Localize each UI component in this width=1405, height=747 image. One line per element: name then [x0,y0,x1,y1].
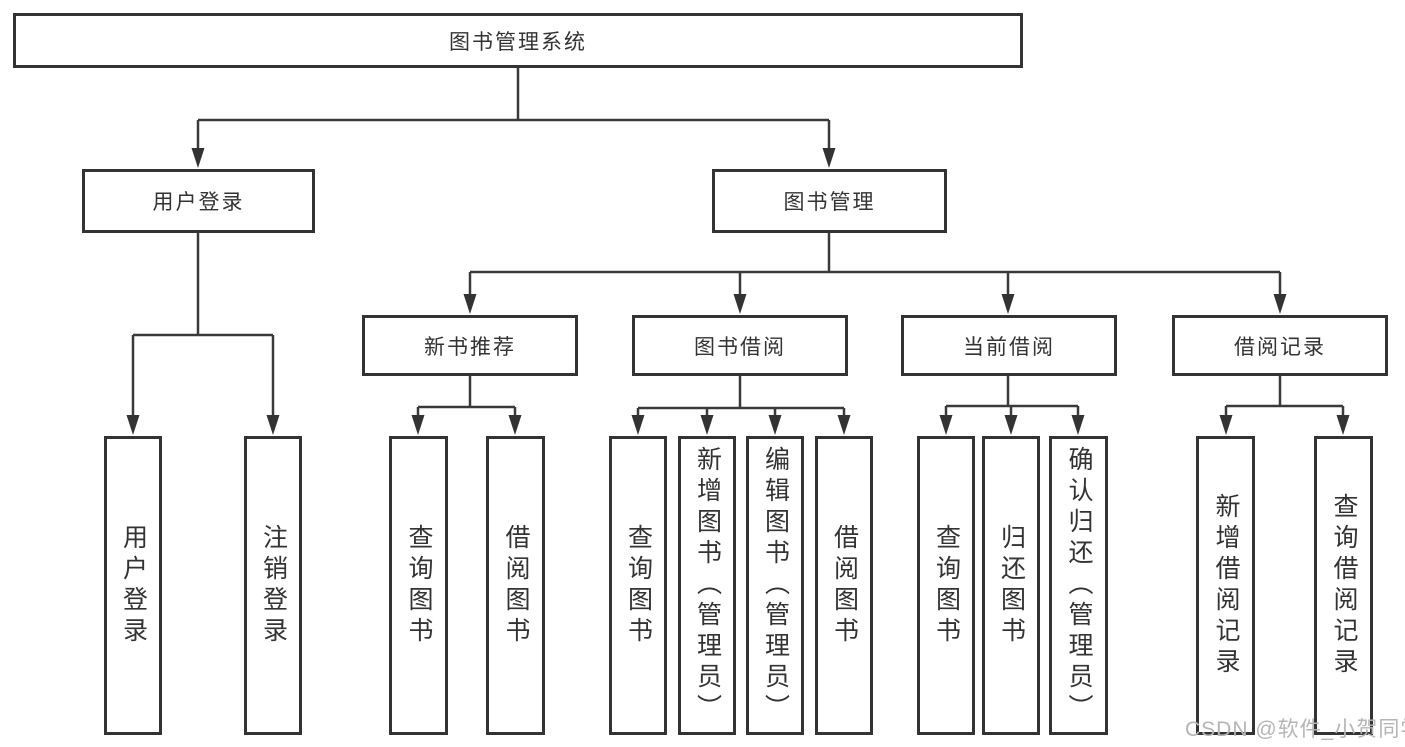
node-leaf-rec-query-book: 查询图书 [389,436,448,735]
connector-userlogin-to-leaves [131,233,275,419]
connector-currentborrow-to-leaves [944,375,1080,419]
node-leaf-bb-borrow-book-label: 借阅图书 [830,523,859,648]
node-leaf-user-login-label: 用户登录 [119,523,148,648]
connector-bookmgmt-to-level3 [468,233,1282,298]
node-leaf-rec-borrow-book-label: 借阅图书 [502,523,530,648]
arrowheads [126,148,1350,435]
node-leaf-cb-query-book: 查询图书 [917,436,975,735]
node-book-management: 图书管理 [712,169,947,233]
node-borrow-records-label: 借阅记录 [1234,335,1326,359]
node-leaf-logout-label: 注销登录 [259,523,288,648]
node-new-book-recommend-label: 新书推荐 [424,335,516,359]
node-user-login: 用户登录 [82,169,315,233]
node-leaf-rec-borrow-book: 借阅图书 [486,436,545,735]
node-book-borrow-label: 图书借阅 [694,335,786,359]
node-leaf-br-add-record-label: 新增借阅记录 [1212,492,1240,679]
node-leaf-cb-query-book-label: 查询图书 [932,523,961,648]
node-leaf-cb-confirm-return-admin-label: 确认归还（管理员） [1065,446,1093,725]
node-book-management-label: 图书管理 [783,191,876,214]
node-borrow-records: 借阅记录 [1172,315,1388,376]
node-user-login-label: 用户登录 [152,191,245,214]
node-root-label: 图书管理系统 [449,30,587,54]
node-leaf-bb-add-book-admin: 新增图书（管理员） [678,436,736,735]
node-leaf-cb-return-book-label: 归还图书 [997,523,1026,648]
node-leaf-br-add-record: 新增借阅记录 [1196,436,1255,735]
connector-root-to-level2 [196,68,831,152]
node-leaf-bb-query-book: 查询图书 [609,436,667,735]
node-leaf-user-login: 用户登录 [104,436,162,735]
node-root-library-system: 图书管理系统 [13,13,1023,68]
node-leaf-bb-borrow-book: 借阅图书 [815,436,873,735]
node-leaf-bb-query-book-label: 查询图书 [624,523,653,648]
node-leaf-bb-edit-book-admin: 编辑图书（管理员） [746,436,804,735]
node-leaf-br-query-record: 查询借阅记录 [1314,436,1373,735]
connector-bookborrow-to-leaves [636,375,846,419]
connector-borrowrecords-to-leaves [1224,375,1345,419]
node-new-book-recommend: 新书推荐 [362,315,578,376]
connector-newbookrec-to-leaves [416,375,517,419]
node-leaf-cb-confirm-return-admin: 确认归还（管理员） [1049,436,1108,735]
node-leaf-logout: 注销登录 [244,436,302,735]
node-leaf-bb-edit-book-admin-label: 编辑图书（管理员） [761,446,790,725]
node-book-borrow: 图书借阅 [632,315,848,376]
node-leaf-rec-query-book-label: 查询图书 [405,523,433,648]
node-current-borrow-label: 当前借阅 [963,335,1055,359]
node-leaf-br-query-record-label: 查询借阅记录 [1330,492,1358,679]
node-current-borrow: 当前借阅 [901,315,1117,376]
node-leaf-bb-add-book-admin-label: 新增图书（管理员） [693,446,722,725]
node-leaf-cb-return-book: 归还图书 [982,436,1040,735]
watermark: CSDN @软件_小贺同学 [1185,718,1405,741]
